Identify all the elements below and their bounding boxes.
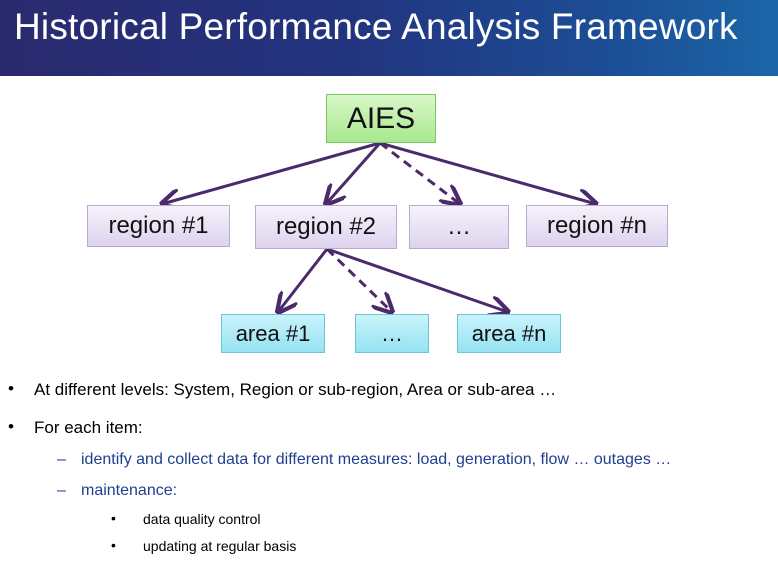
area-node-ellipsis: …: [355, 314, 429, 353]
edge-region2-area-1: [278, 248, 329, 312]
slide-title: Historical Performance Analysis Framewor…: [14, 6, 738, 47]
area-node-n: area #n: [457, 314, 561, 353]
bullet-levels: At different levels: System, Region or s…: [34, 380, 557, 399]
edge-root-region-1: [162, 141, 381, 204]
small-bullet-mark: •: [111, 510, 116, 526]
edge-root-region-ellipsis: [379, 141, 460, 204]
root-node: AIES: [326, 94, 436, 143]
region-node-ellipsis: …: [409, 205, 509, 249]
small-bullet-mark: •: [111, 537, 116, 553]
bullet-each-item: For each item:: [34, 418, 143, 437]
region-node-2: region #2: [255, 205, 397, 249]
edge-root-region-n: [379, 141, 596, 204]
region-node-n: region #n: [526, 205, 668, 247]
edge-region2-area-n: [326, 247, 508, 312]
sub-bullet-maintenance: maintenance:: [81, 482, 178, 499]
edge-region2-area-ellipsis: [325, 247, 392, 312]
dash-mark: –: [57, 482, 66, 499]
dash-mark: –: [57, 451, 66, 468]
sub-bullet-identify: identify and collect data for different …: [81, 451, 672, 468]
sub-sub-bullet-quality: data quality control: [143, 511, 261, 527]
region-node-1: region #1: [87, 205, 230, 247]
bullet-mark: •: [8, 379, 14, 398]
area-node-1: area #1: [221, 314, 325, 353]
sub-sub-bullet-updating: updating at regular basis: [143, 538, 297, 554]
title-banner: Historical Performance Analysis Framewor…: [0, 0, 778, 76]
bullet-mark: •: [8, 417, 14, 436]
edge-root-region-2: [326, 142, 382, 204]
